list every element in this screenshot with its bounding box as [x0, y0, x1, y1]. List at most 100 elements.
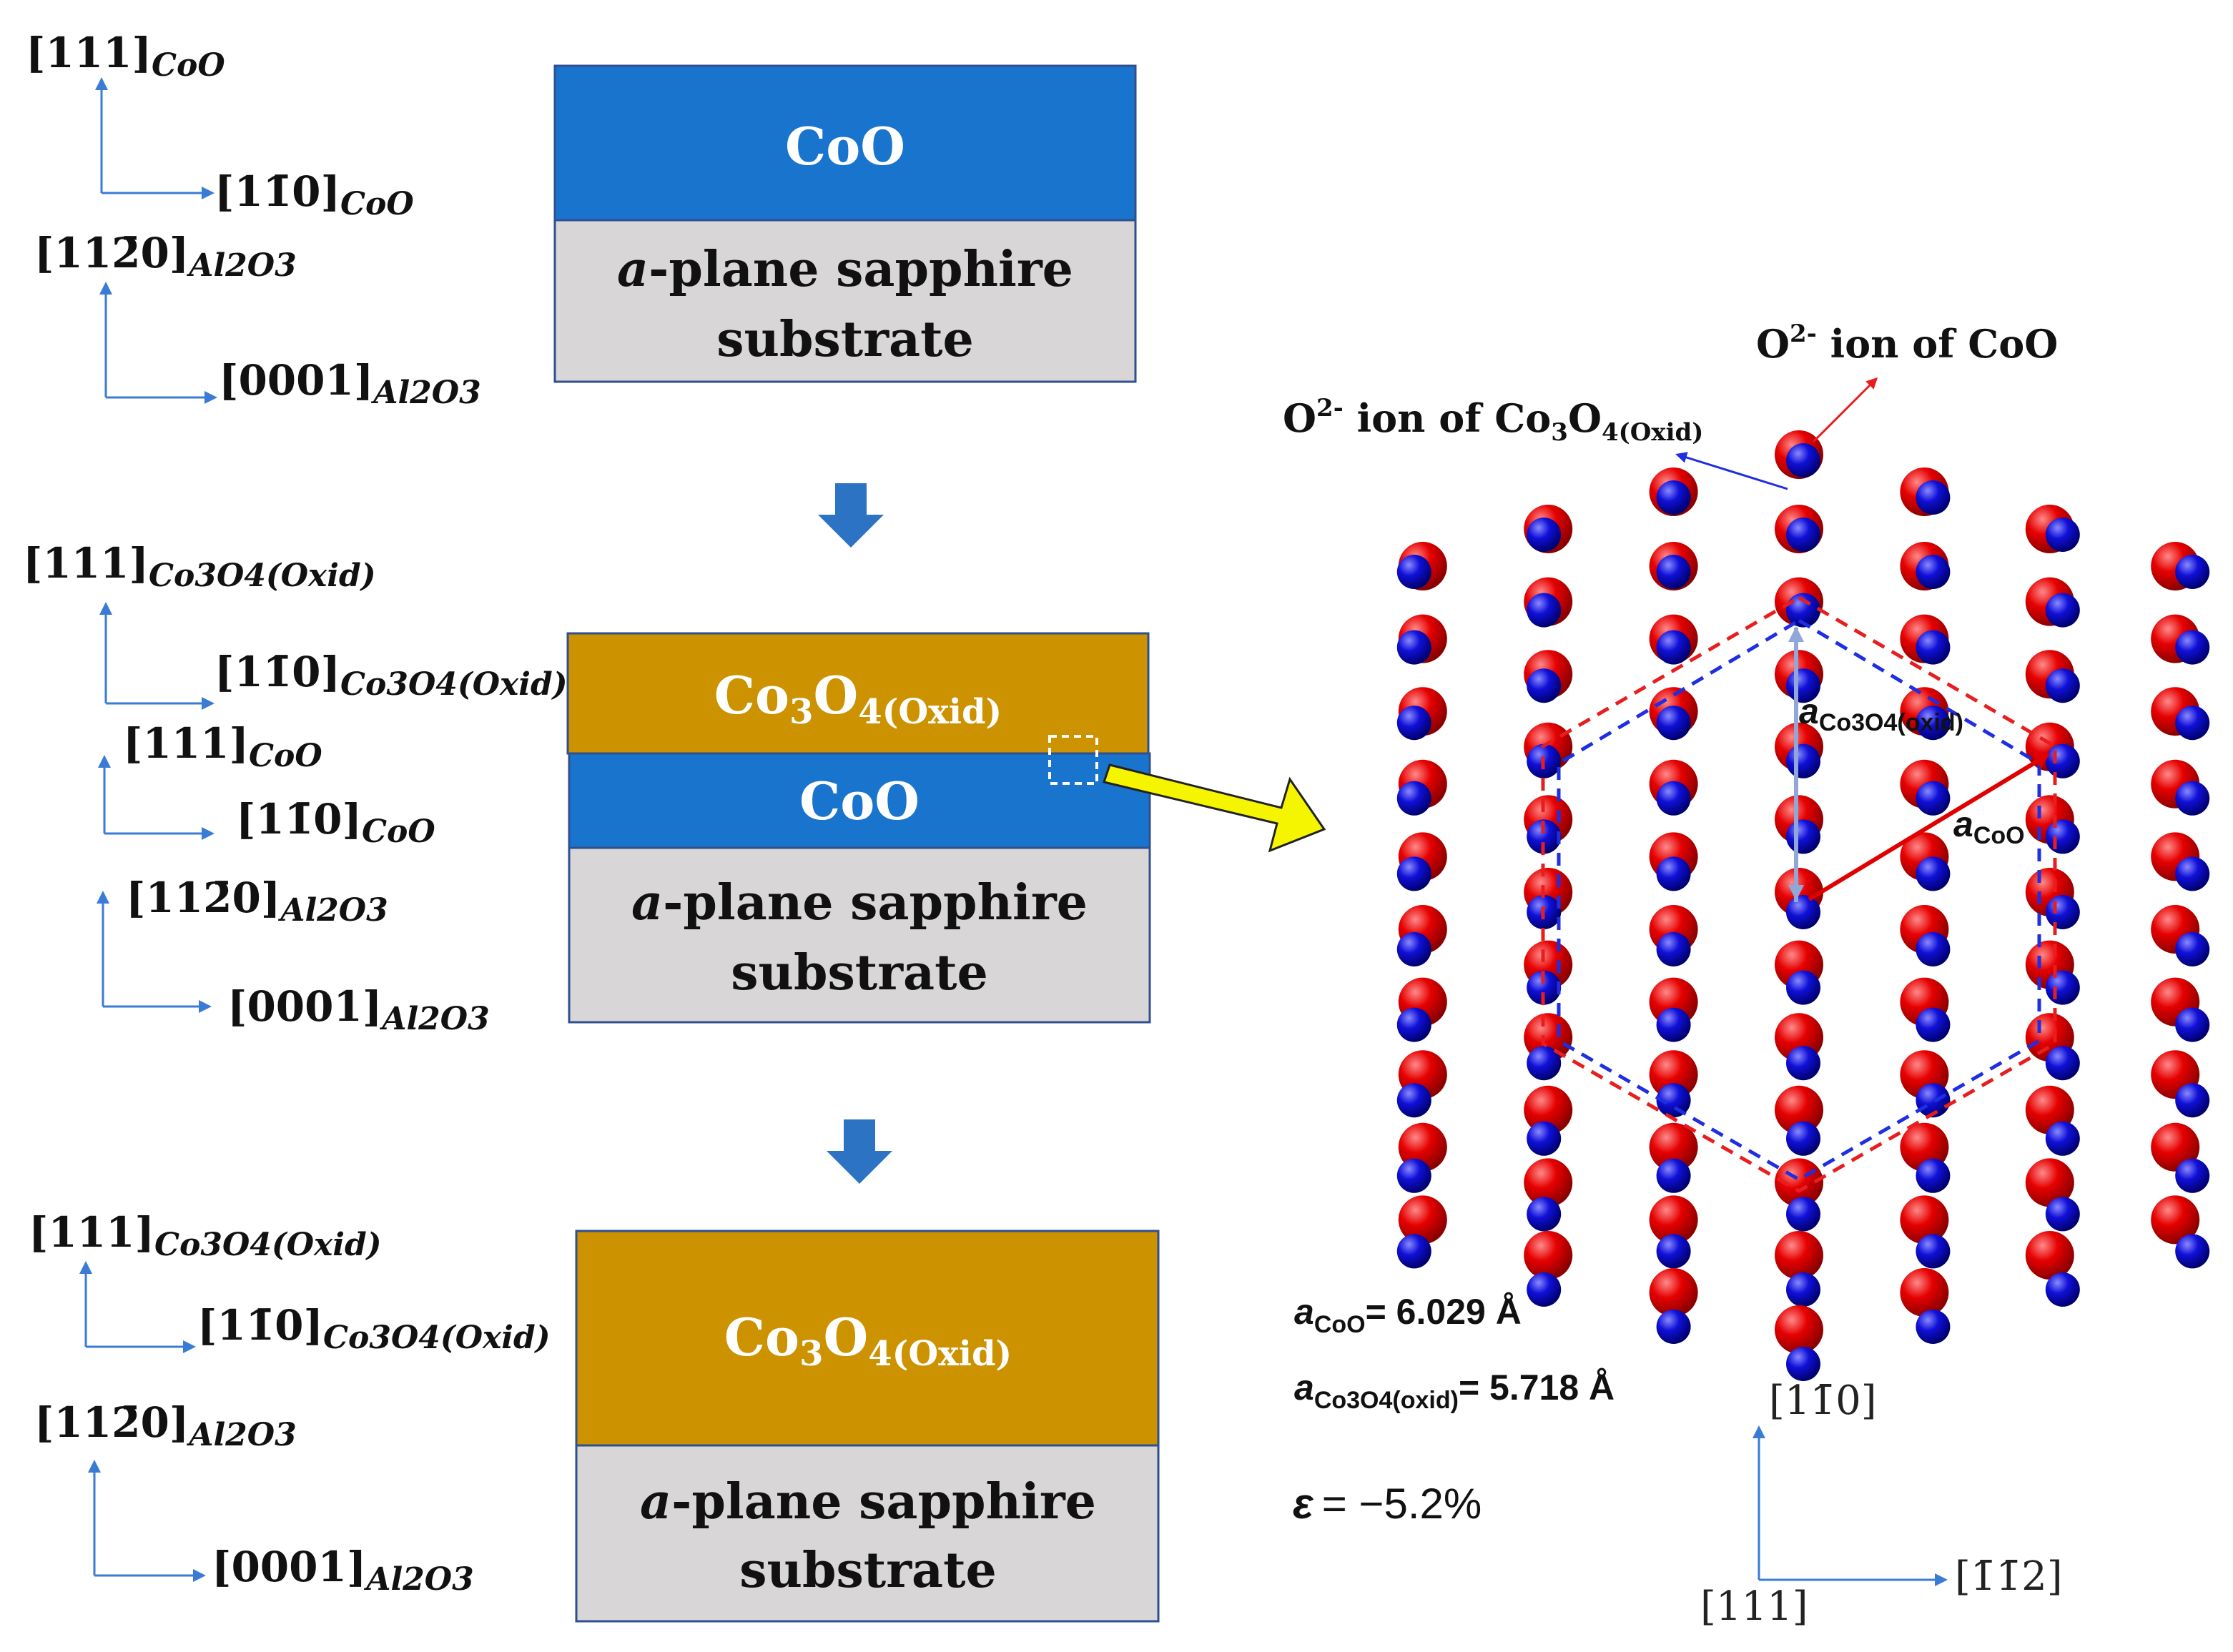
axis-sub-co3o4: Co3O4(Oxid) [149, 558, 376, 594]
o-ion-co3o4 [2045, 593, 2080, 628]
stack-middle: Co3O4(Oxid) CoO a-plane sapphire substra… [566, 632, 1151, 1024]
svg-text:[0001]Al2O3: [0001]Al2O3 [219, 356, 481, 411]
stack-top: CoO a-plane sapphire substrate [553, 64, 1137, 383]
o-ion-co3o4 [2045, 819, 2080, 854]
co3o4-o: O [823, 1307, 868, 1367]
o-ion-coo [1524, 1231, 1573, 1280]
svg-text:a-plane sapphire: a-plane sapphire [617, 241, 1073, 298]
svg-text:aCoO: aCoO [1953, 804, 2025, 849]
o-ion-co3o4 [1656, 555, 1691, 589]
o-ion-co3o4 [2175, 856, 2210, 891]
o-ion-co3o4 [1656, 706, 1691, 741]
o-ion-co3o4 [1786, 819, 1820, 854]
o-ion-co3o4 [1786, 1197, 1820, 1232]
svg-text:[111]CoO: [111]CoO [26, 29, 225, 84]
zoom-region-marker [1048, 735, 1098, 785]
o-ion-co3o4 [1916, 856, 1951, 891]
dir-right: [1̄1̄2] [1955, 1553, 2063, 1600]
o-ion-co3o4 [1527, 1197, 1562, 1232]
axis-group-bottom: [111]Co3O4(Oxid) [11̄0]Co3O4(Oxid) [112̄… [29, 1208, 551, 1598]
vec-co3o4-sub: Co3O4(oxid) [1819, 709, 1963, 736]
o-ion-co3o4 [1916, 706, 1951, 741]
o-ion-coo [1900, 1268, 1949, 1317]
axis-group-middle: [111]Co3O4(Oxid) [11̄0]Co3O4(Oxid) [111]… [23, 539, 568, 1037]
o-ion-co3o4 [1527, 1121, 1562, 1156]
svg-text:a-plane sapphire: a-plane sapphire [640, 1473, 1096, 1530]
svg-text:[112̄0]Al2O3: [112̄0]Al2O3 [34, 229, 297, 284]
o-ion-co3o4 [1656, 480, 1691, 515]
axis-sub-co3o4: Co3O4(Oxid) [154, 1227, 382, 1263]
o-ion-co3o4 [1916, 480, 1951, 515]
o-ion-co3o4 [1656, 932, 1691, 966]
o-ion-co3o4 [2045, 743, 2080, 778]
o-ion-co3o4 [2175, 1007, 2210, 1042]
axis-label-11bar20: [112̄0] [34, 1398, 189, 1447]
o-ion-co3o4 [1916, 1310, 1951, 1344]
co3o4-sub4: 4(Oxid) [868, 1334, 1012, 1374]
o-ion-co3o4 [1396, 856, 1431, 891]
o-ion-co3o4 [1916, 630, 1951, 665]
o-ion-co3o4 [1786, 443, 1820, 478]
axis-label-0001: [0001] [212, 1543, 366, 1591]
o-ion-co3o4 [2175, 555, 2210, 589]
substrate-line1: -plane sapphire [649, 241, 1073, 298]
o-ion-coo [1649, 1268, 1698, 1317]
axis-label-1bar10: [11̄0] [215, 648, 340, 696]
o-ion-co3o4 [2175, 1083, 2210, 1118]
axis-sub-al2o3: Al2O3 [277, 892, 388, 929]
o-ion-co3o4 [2045, 1046, 2080, 1081]
o-ion-coo [2151, 1122, 2200, 1172]
substrate-line1: -plane sapphire [671, 1473, 1096, 1530]
svg-text:[112̄0]Al2O3: [112̄0]Al2O3 [34, 1398, 297, 1453]
dir-up: [11̄0] [1769, 1378, 1877, 1424]
axis-label-0001: [0001] [219, 356, 373, 405]
o-ion-co3o4 [2175, 1234, 2210, 1269]
o-ion-co3o4 [1527, 593, 1562, 628]
svg-text:Co3O4(Oxid): Co3O4(Oxid) [724, 1307, 1012, 1374]
co3o4-sub3: 3 [799, 1334, 823, 1374]
o-ion-co3o4 [2175, 932, 2210, 966]
co3o4-co: Co [724, 1307, 799, 1367]
o-ion-co3o4 [1527, 1272, 1562, 1307]
o-ion-co3o4 [1656, 1083, 1691, 1118]
axis-sub-coo: CoO [340, 186, 414, 222]
substrate-a: a [631, 874, 663, 931]
o-ion-co3o4 [1786, 970, 1820, 1005]
substrate-a: a [617, 241, 649, 298]
stack-bottom: Co3O4(Oxid) a-plane sapphire substrate [575, 1230, 1160, 1623]
axis-sub-al2o3: Al2O3 [186, 247, 296, 284]
axis-sub-coo: CoO [362, 813, 435, 850]
o-ion-co3o4 [1916, 1158, 1951, 1193]
process-arrow-1 [818, 483, 884, 548]
axis-group-top: [111]CoO [11̄0]CoO [112̄0]Al2O3 [0001]Al… [26, 29, 481, 411]
o-ion-co3o4 [1786, 895, 1820, 929]
o-ion-co3o4 [1396, 932, 1431, 966]
axis-label-0001: [0001] [227, 982, 382, 1031]
axis-label-111: [111] [29, 1208, 154, 1257]
substrate-line1: -plane sapphire [663, 874, 1088, 931]
o-ion-co3o4 [1916, 1007, 1951, 1042]
svg-text:[11̄0]Co3O4(Oxid): [11̄0]Co3O4(Oxid) [215, 648, 568, 703]
axis-label-111: [111] [123, 719, 249, 768]
axis-label-11bar20: [112̄0] [126, 874, 280, 922]
lattice-atoms [1396, 430, 2210, 1381]
svg-text:[11̄0]Co3O4(Oxid): [11̄0]Co3O4(Oxid) [197, 1301, 551, 1356]
o-ion-co3o4 [1396, 630, 1431, 665]
o-ion-coo [2151, 1195, 2200, 1245]
co3o4-layer [575, 1230, 1160, 1447]
o-ion-co3o4 [1656, 1234, 1691, 1269]
o-ion-coo [1775, 1085, 1823, 1134]
axis-label-111: [111] [26, 29, 152, 77]
o-ion-co3o4 [2045, 1272, 2080, 1307]
hexagon-coo [1541, 595, 2057, 1193]
legend-pointer-coo [1812, 377, 1878, 443]
svg-text:a-plane sapphire: a-plane sapphire [631, 874, 1088, 931]
o-ion-co3o4 [1527, 1046, 1562, 1081]
o-ion-coo [1524, 1158, 1573, 1207]
axis-label-1bar10: [11̄0] [236, 795, 362, 844]
param-coo: aCoO= 6.029 Å [1294, 1292, 1522, 1338]
o-ion-co3o4 [1786, 743, 1820, 778]
param-co3o4: aCo3O4(oxid)= 5.718 Å [1294, 1367, 1615, 1414]
vec-coo-a: a [1953, 804, 1973, 844]
